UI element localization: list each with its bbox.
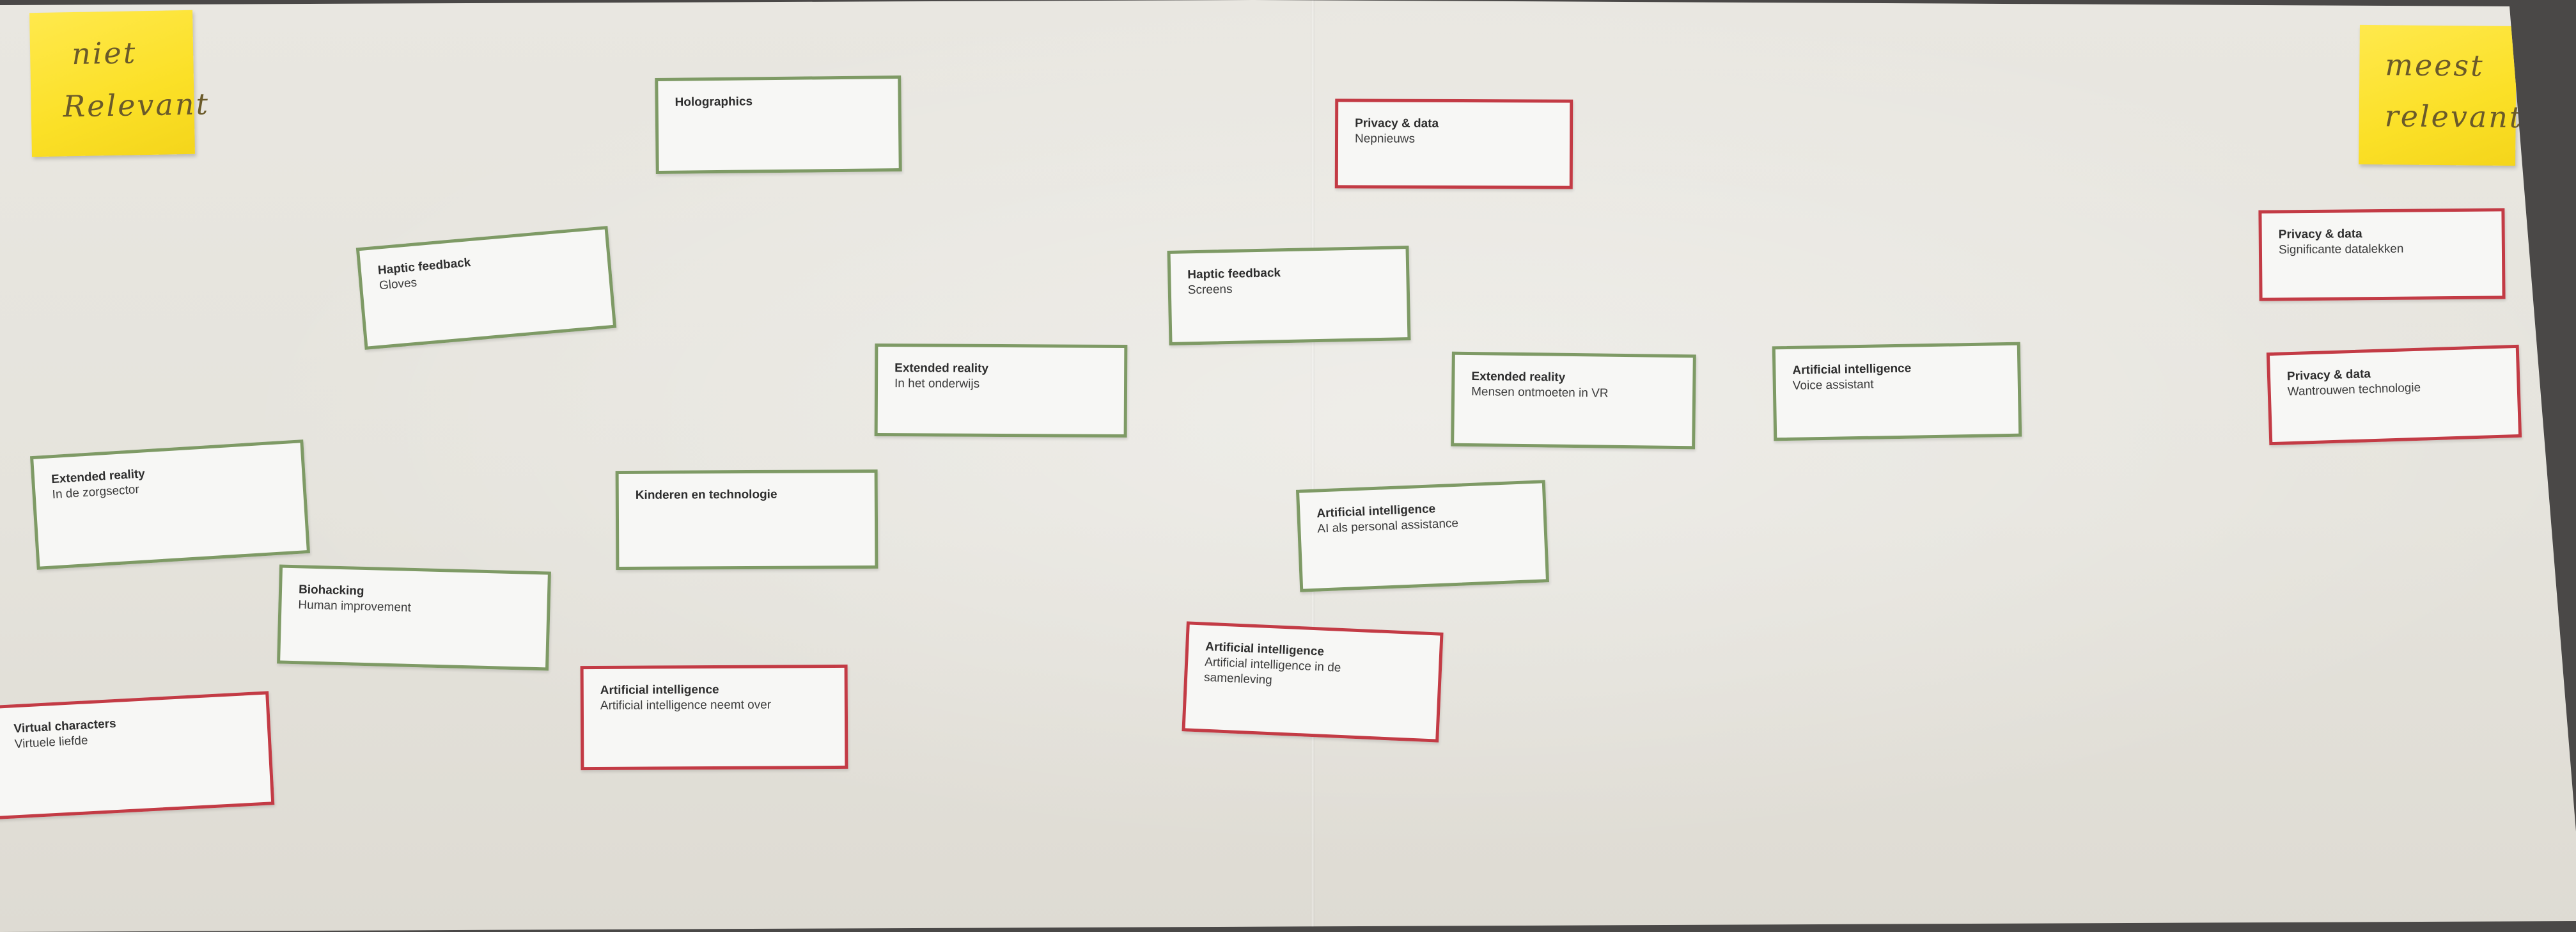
card-haptic-gloves: Haptic feedback Gloves [355,226,617,350]
card-category: Kinderen en technologie [635,487,777,502]
card-ai-voice-assistant: Artificial intelligence Voice assistant [1772,342,2022,441]
card-virtual-characters: Virtual characters Virtuele liefde [0,691,275,820]
sticky-line-2: relevant [2384,99,2524,135]
card-ai-samenleving: Artificial intelligence Artificial intel… [1182,621,1444,743]
sticky-note-niet-relevant: niet Relevant [29,10,210,157]
card-category: Privacy & data [1355,116,1439,130]
card-category: Extended reality [894,361,989,375]
card-xr-onderwijs: Extended reality In het onderwijs [874,343,1128,438]
card-xr-vr-meeting: Extended reality Mensen ontmoeten in VR [1451,351,1696,450]
card-xr-zorgsector: Extended reality In de zorgsector [29,439,311,570]
card-biohacking: Biohacking Human improvement [277,564,551,671]
sticky-note-meest-relevant: meest relevant [2359,24,2524,166]
card-subject: Voice assistant [1792,377,1874,393]
sticky-line-2: Relevant [63,86,210,124]
card-subject: Mensen ontmoeten in VR [1471,385,1609,400]
card-holographics: Holographics [655,75,902,175]
sticky-line-1: niet [71,35,137,72]
card-privacy-datalekken: Privacy & data Significante datalekken [2258,208,2506,301]
card-subject: Nepnieuws [1354,132,1416,146]
card-category: Artificial intelligence [600,683,719,697]
card-category: Holographics [675,95,753,109]
paper-fold [1311,0,1315,932]
card-subject: In het onderwijs [894,377,980,391]
card-privacy-wantrouwen: Privacy & data Wantrouwen technologie [2266,344,2522,446]
card-subject: Artificial intelligence neemt over [600,698,772,713]
card-kinderen-technologie: Kinderen en technologie [615,469,878,571]
card-ai-personal-assistance: Artificial intelligence AI als personal … [1295,480,1550,592]
card-ai-neemt-over: Artificial intelligence Artificial intel… [580,664,848,771]
sticky-line-1: meest [2385,47,2485,83]
card-haptic-screens: Haptic feedback Screens [1167,246,1411,345]
card-category: Privacy & data [2278,227,2362,242]
card-subject: Significante datalekken [2278,242,2404,257]
card-privacy-nepnieuws: Privacy & data Nepnieuws [1334,99,1573,189]
